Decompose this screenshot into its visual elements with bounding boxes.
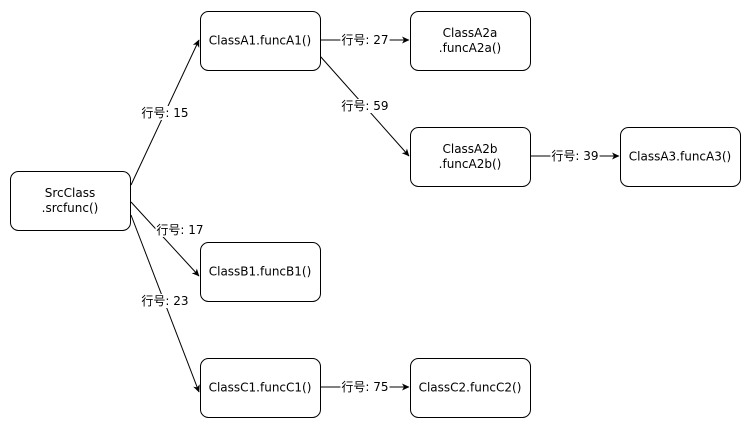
edge-label-text: 行号: 27	[341, 33, 388, 47]
node-label: .srcfunc()	[42, 201, 99, 215]
node-label: ClassC1.funcC1()	[209, 381, 312, 395]
edge-label-a2b-a3: 行号: 39	[550, 149, 600, 163]
edge-label-src-c1: 行号: 23	[140, 294, 190, 308]
node-c2: ClassC2.funcC2()	[410, 358, 531, 418]
node-box	[200, 11, 321, 71]
edge-label-text: 行号: 15	[141, 106, 188, 120]
node-label: ClassB1.funcB1()	[209, 265, 312, 279]
node-c1: ClassC1.funcC1()	[200, 358, 321, 418]
edge-label-background	[340, 99, 390, 113]
edge-label-background	[340, 380, 390, 394]
node-box	[410, 358, 531, 418]
edge-label-text: 行号: 59	[341, 99, 388, 113]
edge-src-b1	[130, 201, 200, 277]
edge-label-a1-a2a: 行号: 27	[340, 33, 390, 47]
edge-label-src-a1: 行号: 15	[140, 106, 190, 120]
edge-label-text: 行号: 75	[341, 380, 388, 394]
edge-label-c1-c2: 行号: 75	[340, 380, 390, 394]
edge-label-background	[140, 106, 190, 120]
node-label: ClassA3.funcA3()	[629, 150, 731, 164]
edge-label-a1-a2b: 行号: 59	[340, 99, 390, 113]
node-box	[410, 11, 531, 71]
node-a1: ClassA1.funcA1()	[200, 11, 321, 71]
nodes: SrcClass.srcfunc() ClassA1.funcA1() ClassA…	[10, 11, 741, 418]
node-label: ClassA1.funcA1()	[209, 34, 311, 48]
node-label: ClassC2.funcC2()	[419, 381, 522, 395]
node-box	[200, 358, 321, 418]
node-box	[620, 127, 741, 187]
node-a3: ClassA3.funcA3()	[620, 127, 741, 187]
node-label: .funcA2b()	[439, 157, 502, 171]
node-label: SrcClass	[45, 186, 95, 200]
node-label: .funcA2a()	[439, 41, 501, 55]
edge-label-background	[340, 33, 390, 47]
edge-label-text: 行号: 23	[141, 294, 188, 308]
node-label: ClassA2b	[442, 142, 497, 156]
edges	[130, 36, 620, 393]
edge-label-background	[140, 294, 190, 308]
node-b1: ClassB1.funcB1()	[200, 242, 321, 302]
node-box	[200, 242, 321, 302]
node-box	[10, 171, 131, 231]
node-src: SrcClass.srcfunc()	[10, 171, 131, 231]
node-label: ClassA2a	[443, 26, 498, 40]
edge-label-src-b1: 行号: 17	[155, 223, 205, 237]
edge-label-text: 行号: 17	[156, 223, 203, 237]
edge-labels: 行号: 15 行号: 17 行号: 23 行号: 27 行号: 59 行号: 39 行号: …	[140, 33, 600, 394]
node-box	[410, 127, 531, 187]
node-a2a: ClassA2a.funcA2a()	[410, 11, 531, 71]
edge-label-text: 行号: 39	[551, 149, 598, 163]
node-a2b: ClassA2b.funcA2b()	[410, 127, 531, 187]
edge-label-background	[550, 149, 600, 163]
edge-label-background	[155, 223, 205, 237]
